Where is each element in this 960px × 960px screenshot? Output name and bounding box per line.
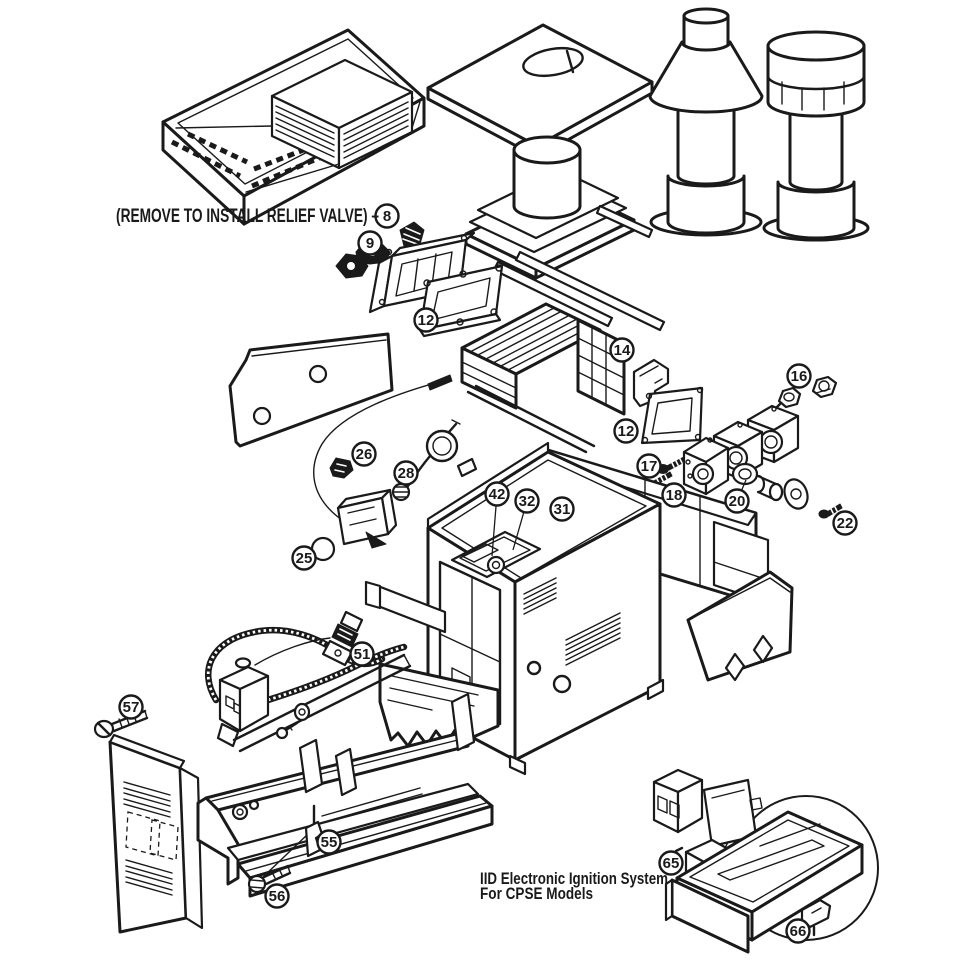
callout-number: 51 <box>354 646 371 663</box>
vent-stack-cone <box>648 7 764 237</box>
callout-number: 66 <box>790 923 807 940</box>
callout-number: 18 <box>666 487 683 504</box>
callout-circle <box>316 829 342 855</box>
callout-circle <box>374 203 400 229</box>
heat-exchanger <box>460 302 626 454</box>
callout-number: 22 <box>837 515 854 532</box>
water-connector-housing <box>682 404 843 519</box>
callout-17: 17 <box>636 453 662 479</box>
callout-number: 25 <box>296 550 313 567</box>
callout-number: 57 <box>123 699 140 716</box>
callout-22: 22 <box>832 510 858 536</box>
callout-number: 31 <box>554 501 571 518</box>
callout-circle <box>351 441 377 467</box>
callout-number: 8 <box>383 208 391 225</box>
callout-number: 20 <box>729 493 746 510</box>
callout-number: 42 <box>489 486 506 503</box>
callout-8: 8 <box>374 203 400 229</box>
callout-circle <box>484 481 510 507</box>
relief-valve-note: (REMOVE TO INSTALL RELIEF VALVE) – <box>116 206 379 227</box>
access-panel-diamonds <box>686 570 794 682</box>
callout-number: 26 <box>356 446 373 463</box>
callout-circle <box>832 510 858 536</box>
callout-circle <box>413 307 439 333</box>
callout-number: 28 <box>398 465 415 482</box>
top-louvered-cover <box>161 28 426 226</box>
callout-31: 31 <box>549 496 575 522</box>
callout-16: 16 <box>786 363 812 389</box>
callout-circle <box>609 337 635 363</box>
callout-number: 17 <box>641 458 658 475</box>
callout-12: 12 <box>413 307 439 333</box>
callout-circle <box>357 230 383 256</box>
callout-51: 51 <box>349 641 375 667</box>
callout-circle <box>724 488 750 514</box>
callout-65: 65 <box>658 850 684 876</box>
vent-stack-cylinder <box>762 30 870 242</box>
callout-66: 66 <box>785 918 811 944</box>
callout-number: 12 <box>418 312 435 329</box>
callout-circle <box>636 453 662 479</box>
callout-20: 20 <box>724 479 750 514</box>
callout-25: 25 <box>291 545 317 571</box>
callout-number: 65 <box>663 855 680 872</box>
annotation-layer: 89 12 14 16 12 17 18 20 22 26 28 25 42 32 31 51 57 55 56 65… <box>116 203 858 944</box>
callout-57: 57 <box>118 694 144 720</box>
callout-26: 26 <box>351 441 377 467</box>
callout-number: 55 <box>321 834 338 851</box>
callout-circle <box>786 363 812 389</box>
side-plate <box>228 332 394 448</box>
callout-12: 12 <box>613 418 639 444</box>
outlet-header-gasket <box>640 386 704 445</box>
callout-circle <box>549 496 575 522</box>
callout-number: 14 <box>614 342 631 359</box>
iid-note-line-1: IID Electronic Ignition System <box>480 869 668 888</box>
iid-note-line-2: For CPSE Models <box>480 884 593 903</box>
callout-circle <box>264 883 290 909</box>
callout-circle <box>613 418 639 444</box>
mounting-bracket <box>632 358 670 408</box>
bypass-fittings <box>772 375 838 412</box>
callout-18: 18 <box>661 482 687 508</box>
callout-number: 9 <box>366 235 374 252</box>
callout-28: 28 <box>393 460 419 486</box>
callout-55: 55 <box>316 829 342 855</box>
callout-circle <box>118 694 144 720</box>
callout-14: 14 <box>609 337 635 363</box>
inlet-header-castings <box>368 231 504 338</box>
callout-32: 32 <box>512 488 540 551</box>
flue-collar-assembly <box>464 135 666 332</box>
callout-number: 56 <box>269 888 286 905</box>
gas-valve-assembly <box>205 610 412 753</box>
callout-circle <box>393 460 419 486</box>
callout-56: 56 <box>264 883 290 909</box>
callout-9: 9 <box>357 230 383 256</box>
callout-number: 32 <box>519 493 536 510</box>
burner-tray <box>196 692 494 898</box>
callout-number: 12 <box>618 423 635 440</box>
callout-circle <box>661 482 687 508</box>
callout-circle <box>658 850 684 876</box>
iid-ignition-assembly <box>652 768 879 954</box>
callout-circle <box>514 488 540 514</box>
callout-number: 16 <box>791 368 808 385</box>
callout-circle <box>349 641 375 667</box>
front-door-panel <box>93 709 204 934</box>
callout-circle <box>291 545 317 571</box>
callout-42: 42 <box>484 481 510 557</box>
callout-circle <box>785 918 811 944</box>
